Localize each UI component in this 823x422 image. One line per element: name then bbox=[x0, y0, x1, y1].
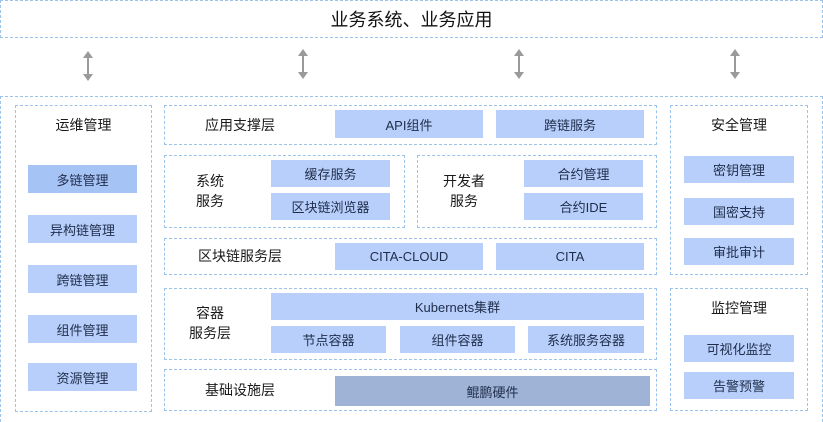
ops-item-resource: 资源管理 bbox=[28, 363, 137, 391]
visual-monitoring-box: 可视化监控 bbox=[684, 335, 794, 362]
node-container-box: 节点容器 bbox=[271, 326, 386, 353]
developer-service-title-line1: 开发者 bbox=[443, 173, 485, 189]
national-crypto-support-box: 国密支持 bbox=[684, 198, 794, 225]
blockchain-service-layer bbox=[164, 238, 657, 275]
approval-audit-box: 审批审计 bbox=[684, 238, 794, 265]
app-support-title: 应用支撑层 bbox=[205, 117, 275, 133]
bidirectional-arrow-icon bbox=[298, 49, 308, 79]
kubernetes-cluster-box: Kubernets集群 bbox=[271, 293, 644, 320]
ops-management-panel bbox=[15, 105, 152, 412]
container-service-layer bbox=[164, 288, 657, 360]
blockchain-service-title: 区块链服务层 bbox=[198, 248, 282, 264]
container-service-title-line1: 容器 bbox=[196, 305, 224, 321]
contract-ide-box: 合约IDE bbox=[524, 193, 643, 220]
key-management-box: 密钥管理 bbox=[684, 156, 794, 183]
contract-management-box: 合约管理 bbox=[524, 160, 643, 187]
container-service-title-line2: 服务层 bbox=[189, 325, 231, 341]
cache-service-box: 缓存服务 bbox=[271, 160, 390, 187]
blockchain-explorer-box: 区块链浏览器 bbox=[271, 193, 390, 220]
system-service-title-line1: 系统 bbox=[196, 173, 224, 189]
ops-item-component: 组件管理 bbox=[28, 315, 137, 343]
infrastructure-layer bbox=[164, 369, 657, 411]
bidirectional-arrow-icon bbox=[730, 49, 740, 79]
system-service-panel bbox=[164, 155, 405, 228]
bidirectional-arrow-icon bbox=[514, 49, 524, 79]
system-service-title-line2: 服务 bbox=[196, 193, 224, 209]
cita-box: CITA bbox=[496, 243, 644, 270]
component-container-box: 组件容器 bbox=[400, 326, 515, 353]
kunpeng-hardware-box: 鲲鹏硬件 bbox=[335, 376, 650, 406]
ops-management-title: 运维管理 bbox=[55, 117, 112, 133]
app-support-layer bbox=[164, 105, 657, 145]
infrastructure-title: 基础设施层 bbox=[205, 382, 275, 398]
monitoring-management-title: 监控管理 bbox=[711, 300, 767, 316]
ops-item-heterogeneous-chain: 异构链管理 bbox=[28, 215, 137, 243]
cita-cloud-box: CITA-CLOUD bbox=[335, 243, 483, 270]
security-management-title: 安全管理 bbox=[711, 117, 767, 133]
system-service-title: 系统 服务 bbox=[180, 171, 240, 211]
ops-item-cross-chain: 跨链管理 bbox=[28, 265, 137, 293]
business-systems-title: 业务系统、业务应用 bbox=[330, 10, 493, 30]
cross-chain-service-box: 跨链服务 bbox=[496, 110, 644, 138]
developer-service-title-line2: 服务 bbox=[450, 193, 478, 209]
developer-service-title: 开发者 服务 bbox=[434, 171, 494, 211]
alert-warning-box: 告警预警 bbox=[684, 372, 794, 399]
system-service-container-box: 系统服务容器 bbox=[528, 326, 644, 353]
api-component-box: API组件 bbox=[335, 110, 483, 138]
security-management-panel bbox=[670, 105, 808, 275]
monitoring-management-panel bbox=[670, 288, 808, 411]
bidirectional-arrow-icon bbox=[83, 51, 93, 81]
developer-service-panel bbox=[417, 155, 657, 228]
ops-item-multi-chain: 多链管理 bbox=[28, 165, 137, 193]
container-service-title: 容器 服务层 bbox=[180, 303, 240, 343]
